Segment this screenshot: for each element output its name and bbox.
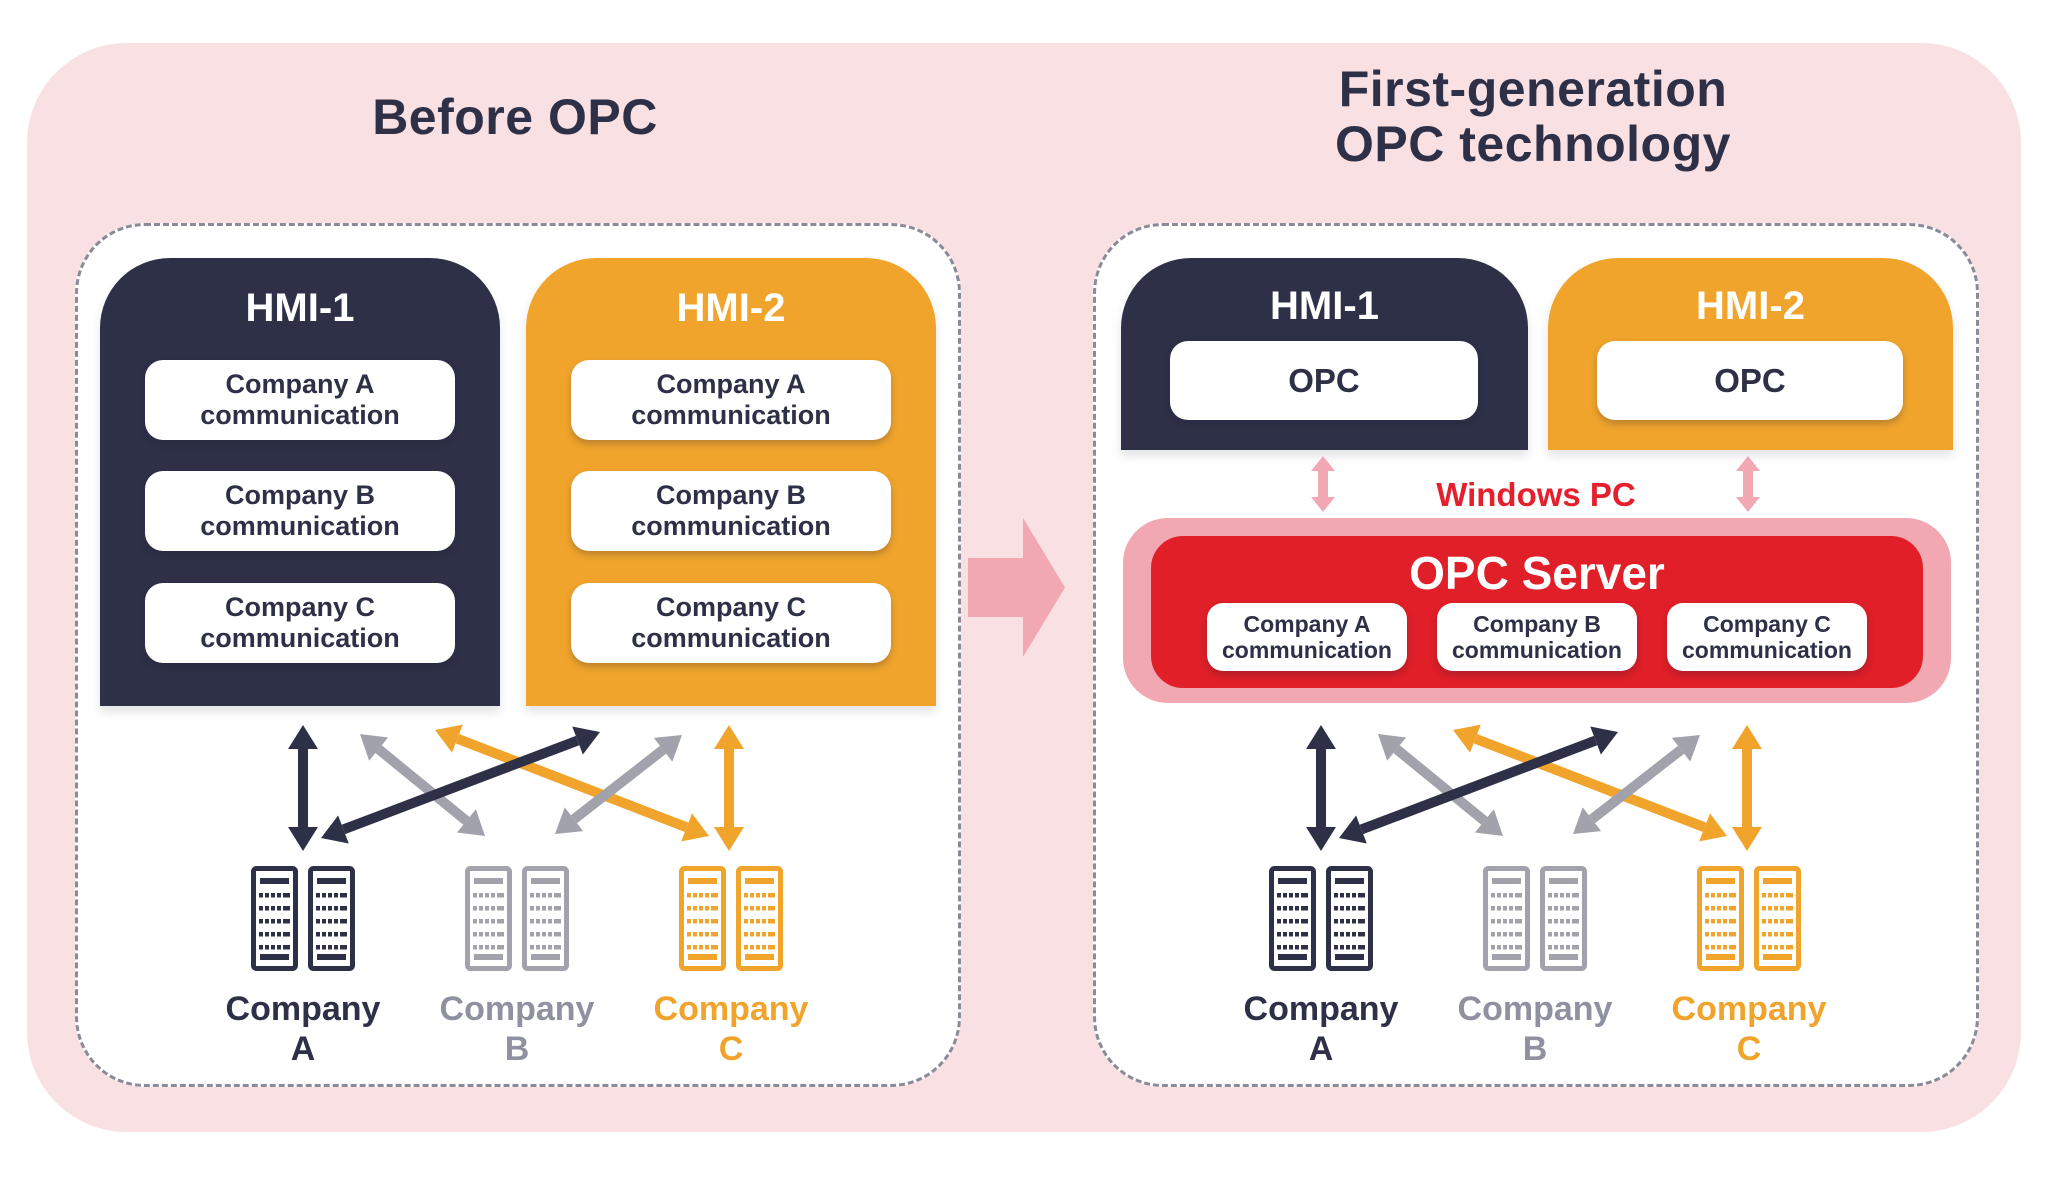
hmi2-company-b-chip: Company B communication <box>571 471 891 551</box>
opc-server-outer: OPC Server Company A communication Compa… <box>1123 518 1951 703</box>
company-label-line1: Company <box>1457 990 1613 1028</box>
hmi2-company-a-chip: Company A communication <box>571 360 891 440</box>
company-b-label: Company B <box>432 989 602 1069</box>
server-company-a-chip: Company A communication <box>1207 603 1407 671</box>
windows-pc-label: Windows PC <box>1436 476 1636 513</box>
chip-line1: Company C <box>655 592 807 622</box>
company-label-line1: Company <box>1671 990 1827 1028</box>
chip-line2: communication <box>631 400 831 430</box>
chip-line1: Company A <box>1243 611 1371 637</box>
hmi1-box-right: HMI-1 OPC <box>1121 258 1528 450</box>
chip-line1: Company A <box>225 369 375 399</box>
server-rack-icon <box>1483 866 1587 972</box>
hmi1-company-c-chip: Company C communication <box>145 583 455 663</box>
server-rack-icon <box>1697 866 1801 972</box>
company-c-block: Company C <box>646 866 816 1069</box>
chip-line2: communication <box>1222 637 1392 663</box>
company-label-line2: A <box>290 1030 316 1068</box>
company-b-block: Company B <box>432 866 602 1069</box>
company-label-line2: B <box>504 1030 530 1068</box>
chip-line2: communication <box>200 511 400 541</box>
right-panel-title-line1: First-generation <box>1338 61 1728 117</box>
chip-line2: communication <box>1682 637 1852 663</box>
left-panel-title: Before OPC <box>372 89 658 145</box>
hmi-to-server-pink-arrows-icon <box>1311 456 1760 512</box>
first-gen-opc-panel: HMI-1 OPC HMI-2 OPC Windows PC OPC Serve… <box>1093 223 1979 1087</box>
server-rack-icon <box>251 866 355 972</box>
server-rack-icon <box>465 866 569 972</box>
right-panel-title-line2: OPC technology <box>1335 116 1731 172</box>
company-c-block: Company C <box>1664 866 1834 1069</box>
company-b-label: Company B <box>1450 989 1620 1069</box>
opc-server-box: OPC Server Company A communication Compa… <box>1151 536 1923 688</box>
company-label-line1: Company <box>1243 990 1399 1028</box>
company-label-line1: Company <box>439 990 595 1028</box>
chip-line1: Company A <box>656 369 806 399</box>
company-label-line2: C <box>1736 1030 1762 1068</box>
company-c-label: Company C <box>646 989 816 1069</box>
hmi1-title-left: HMI-1 <box>245 286 355 330</box>
company-a-label: Company A <box>1236 989 1406 1069</box>
opc-chip-label: OPC <box>1288 361 1360 399</box>
chip-line1: Company B <box>1473 611 1601 637</box>
company-a-block: Company A <box>218 866 388 1069</box>
chip-line1: Company B <box>224 480 376 510</box>
chip-line2: communication <box>200 623 400 653</box>
opc-server-title: OPC Server <box>1409 547 1665 599</box>
crossing-connection-arrows-icon <box>288 724 744 851</box>
company-b-block: Company B <box>1450 866 1620 1069</box>
chip-line1: Company B <box>655 480 807 510</box>
right-panel-title: First-generation OPC technology <box>1093 62 1973 172</box>
company-a-block: Company A <box>1236 866 1406 1069</box>
server-rack-icon <box>1269 866 1373 972</box>
chip-line1: Company C <box>224 592 376 622</box>
company-label-line2: B <box>1522 1030 1548 1068</box>
company-label-line1: Company <box>225 990 381 1028</box>
chip-line2: communication <box>631 623 831 653</box>
chip-line2: communication <box>631 511 831 541</box>
before-opc-panel: HMI-1 Company A communication Company B … <box>75 223 961 1087</box>
chip-line2: communication <box>1452 637 1622 663</box>
opc-server-chip-row: Company A communication Company B commun… <box>1151 603 1923 671</box>
server-company-c-chip: Company C communication <box>1667 603 1867 671</box>
hmi1-company-a-chip: Company A communication <box>145 360 455 440</box>
hmi1-box-left: HMI-1 Company A communication Company B … <box>100 258 500 706</box>
hmi2-title-right: HMI-2 <box>1696 284 1805 328</box>
hmi2-box-left: HMI-2 Company A communication Company B … <box>526 258 936 706</box>
company-label-line2: A <box>1308 1030 1334 1068</box>
hmi1-opc-chip: OPC <box>1170 341 1478 420</box>
hmi2-box-right: HMI-2 OPC <box>1548 258 1953 450</box>
chip-line1: Company C <box>1703 611 1831 637</box>
hmi2-opc-chip: OPC <box>1597 341 1903 420</box>
company-label-line1: Company <box>653 990 809 1028</box>
server-rack-icon <box>679 866 783 972</box>
company-a-label: Company A <box>218 989 388 1069</box>
hmi1-company-b-chip: Company B communication <box>145 471 455 551</box>
chip-line2: communication <box>200 400 400 430</box>
hmi2-title-left: HMI-2 <box>676 286 786 330</box>
company-c-label: Company C <box>1664 989 1834 1069</box>
hmi1-title-right: HMI-1 <box>1270 284 1379 328</box>
crossing-connection-arrows-icon <box>1306 724 1762 851</box>
opc-chip-label: OPC <box>1714 361 1786 399</box>
server-company-b-chip: Company B communication <box>1437 603 1637 671</box>
hmi2-company-c-chip: Company C communication <box>571 583 891 663</box>
company-label-line2: C <box>718 1030 744 1068</box>
